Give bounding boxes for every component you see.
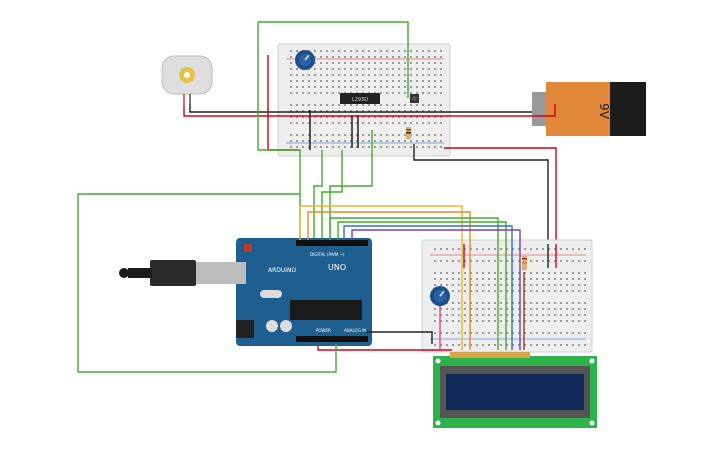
lcd-display[interactable] [433,352,597,428]
arduino-model: UNO [328,263,346,272]
resistor-top[interactable] [406,127,411,139]
battery-9v[interactable]: 9V [532,82,646,136]
push-button[interactable] [410,94,419,103]
arduino-digital: DIGITAL (PWM ~) [310,252,345,257]
dc-motor[interactable] [161,55,213,108]
wires-bottom[interactable] [77,193,557,373]
potentiometer-bottom[interactable] [430,286,450,306]
battery-label: 9V [597,103,611,120]
arduino-analog: ANALOG IN [344,328,366,333]
arduino-brand: ARDUINO [268,267,297,274]
wires-top[interactable] [183,21,557,244]
arduino-power: POWER [316,328,331,333]
chip-label: L293D [352,97,368,103]
arduino-uno[interactable]: ARDUINO UNO DIGITAL (PWM ~) POWER ANALOG… [236,238,372,346]
resistor-bottom[interactable] [522,256,527,270]
potentiometer-top[interactable] [295,50,315,70]
l293d-chip[interactable]: L293D [340,93,380,104]
usb-cable[interactable] [119,260,246,286]
